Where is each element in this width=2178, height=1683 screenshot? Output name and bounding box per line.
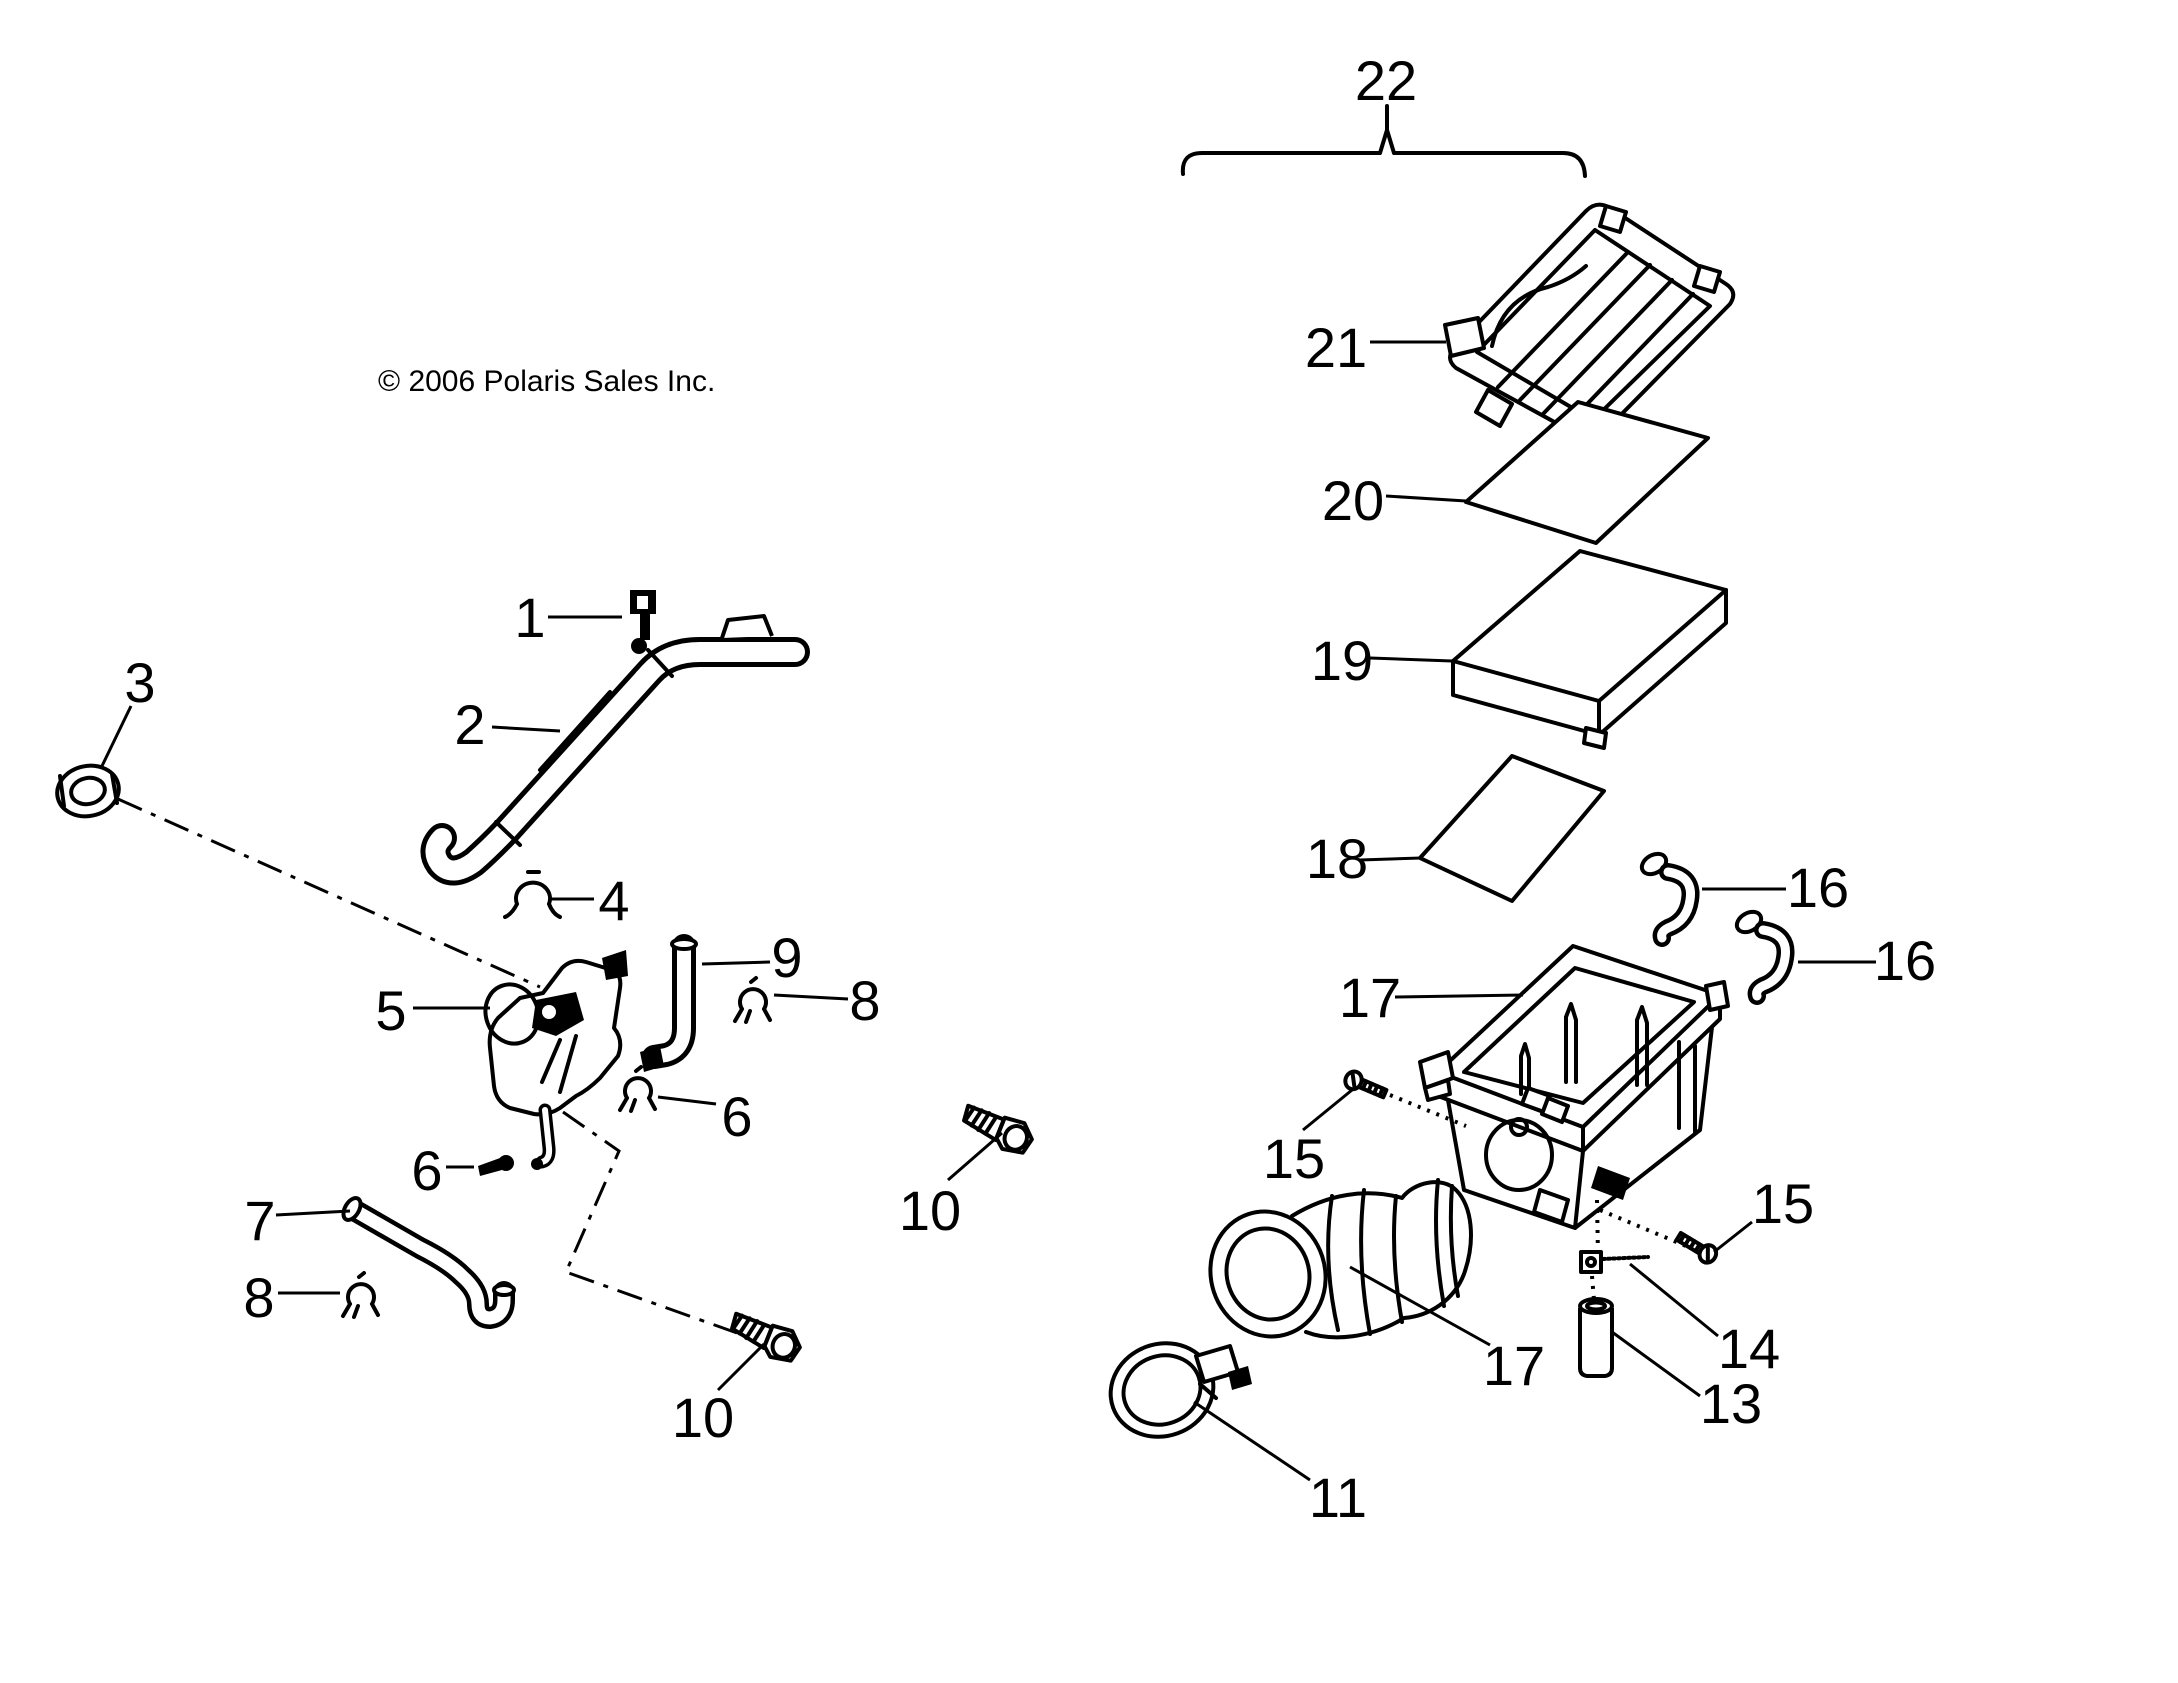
callout-3: 3 <box>124 651 155 714</box>
part-13-drain-tube <box>1578 1297 1614 1378</box>
part-20-prefilter-sheet <box>1464 400 1710 545</box>
part-17-intake-duct <box>1208 1178 1473 1340</box>
callout-22: 22 <box>1355 49 1417 112</box>
callout-15-right: 15 <box>1752 1172 1814 1235</box>
part-11-hose-clamp <box>1108 1341 1252 1439</box>
part-10-bolt-lower <box>723 1302 807 1369</box>
callout-16-upper: 16 <box>1787 856 1849 919</box>
part-6-clip <box>618 1065 657 1113</box>
callout-16-lower: 16 <box>1874 929 1936 992</box>
callout-18: 18 <box>1306 827 1368 890</box>
callout-4: 4 <box>598 869 629 932</box>
part-10-bolt-upper <box>955 1094 1039 1161</box>
callout-2: 2 <box>454 693 485 756</box>
construction-lines <box>117 797 738 1335</box>
part-9-vent-hose <box>640 934 698 1072</box>
part-14-drain-elbow <box>1579 1250 1650 1274</box>
part-2-breather-hose <box>420 614 810 886</box>
part-8-clip-top <box>733 976 772 1024</box>
part-18-filter-sheet <box>1418 754 1606 903</box>
part-15-screw-left <box>1343 1069 1389 1102</box>
callout-9: 9 <box>771 926 802 989</box>
callout-5: 5 <box>375 979 406 1042</box>
part-17-airbox-base <box>1418 944 1730 1230</box>
part-4-clamp <box>503 870 562 919</box>
part-7-hose <box>341 1196 516 1329</box>
callout-labels: 1 2 3 4 5 6 6 7 8 8 9 10 10 11 13 14 15 … <box>124 49 1936 1529</box>
copyright-notice: © 2006 Polaris Sales Inc. <box>378 365 715 398</box>
callout-17-duct: 17 <box>1483 1334 1545 1397</box>
part-5-vent-valve <box>483 950 628 1170</box>
part-19-filter-element <box>1451 549 1728 750</box>
callout-13: 13 <box>1700 1372 1762 1435</box>
callout-6-right: 6 <box>721 1085 752 1148</box>
callout-8-bottom: 8 <box>243 1266 274 1329</box>
callout-21: 21 <box>1305 316 1367 379</box>
callout-7: 7 <box>244 1189 275 1252</box>
part-15-screw-right <box>1672 1226 1722 1268</box>
leader-lines <box>100 340 1876 1482</box>
callout-20: 20 <box>1322 469 1384 532</box>
bracket-22 <box>1180 104 1587 178</box>
callout-15-left: 15 <box>1263 1127 1325 1190</box>
callout-10-bottom: 10 <box>672 1386 734 1449</box>
part-6-screw <box>478 1155 514 1176</box>
callout-8-top: 8 <box>849 969 880 1032</box>
callout-6-left: 6 <box>411 1139 442 1202</box>
part-1-clip <box>630 590 656 654</box>
part-16-fitting-lower <box>1733 908 1785 996</box>
screw-thread-dotted-lines <box>1389 1093 1687 1301</box>
callout-17-box: 17 <box>1339 966 1401 1029</box>
part-3-nut <box>55 763 121 819</box>
callout-19: 19 <box>1311 629 1373 692</box>
part-16-fitting-upper <box>1638 850 1690 938</box>
callout-14: 14 <box>1718 1317 1780 1380</box>
callout-1: 1 <box>514 586 545 649</box>
callout-10-top: 10 <box>899 1179 961 1242</box>
part-8-clip-bottom <box>341 1271 380 1319</box>
callout-11: 11 <box>1309 1466 1367 1529</box>
